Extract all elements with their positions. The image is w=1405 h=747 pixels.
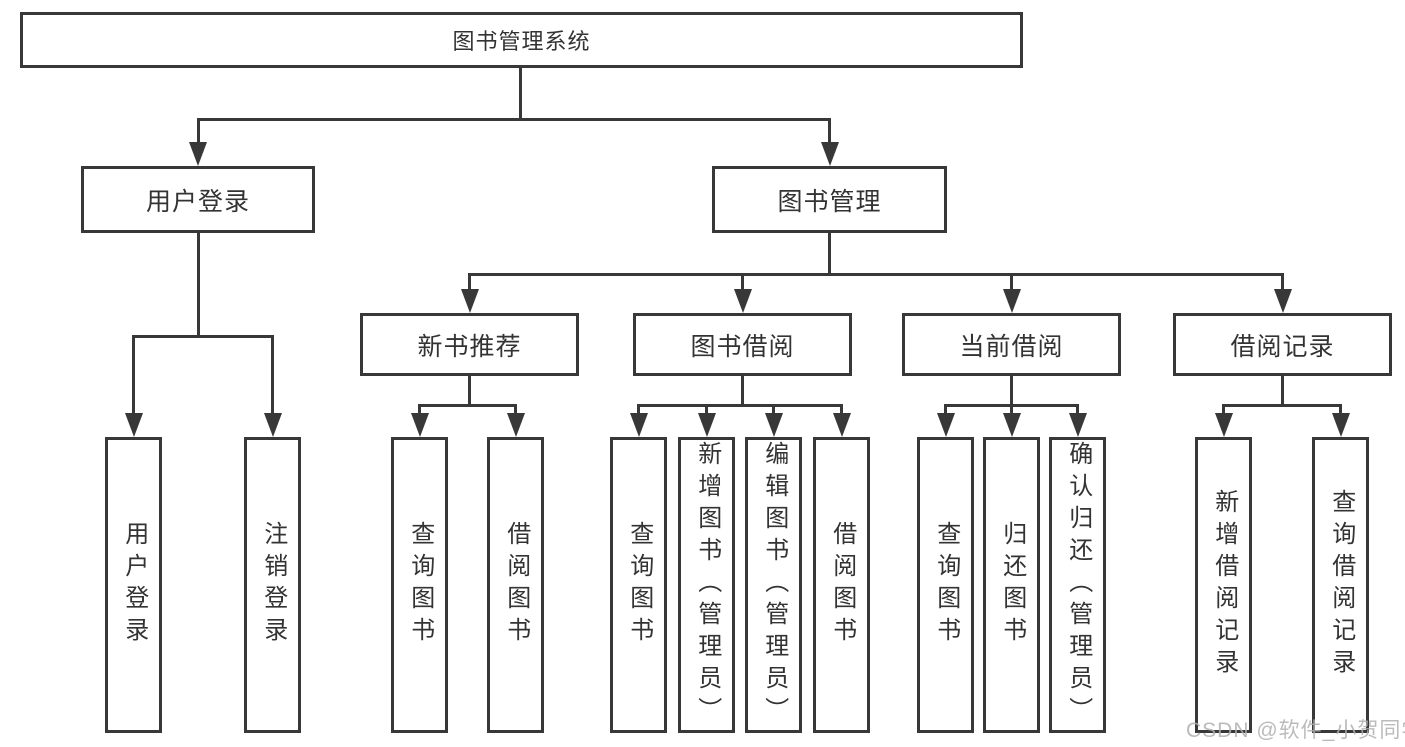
connector-line [468, 273, 471, 291]
leaf-borrow-books-borrowing: 借阅图书 [813, 437, 870, 733]
arrowhead-down-icon [124, 413, 143, 437]
leaf-return-books: 归还图书 [983, 437, 1040, 733]
node-user-login: 用户登录 [81, 166, 315, 233]
arrowhead-down-icon [1068, 413, 1087, 437]
arrowhead-down-icon [832, 413, 851, 437]
connector-line [1076, 404, 1079, 415]
leaf-query-books-current: 查询图书 [917, 437, 974, 733]
connector-line [132, 335, 274, 338]
arrowhead-down-icon [936, 413, 955, 437]
connector-line [840, 404, 843, 415]
leaf-label: 归还图书 [998, 521, 1026, 649]
connector-line [637, 404, 640, 415]
node-new-book-recommend: 新书推荐 [360, 313, 579, 376]
csdn-watermark: CSDN @软件_小贺同学 [1186, 719, 1405, 742]
connector-line [1010, 404, 1013, 415]
arrowhead-down-icon [820, 142, 839, 166]
node-book-borrowing: 图书借阅 [633, 313, 852, 376]
connector-line [132, 335, 135, 415]
arrowhead-down-icon [697, 413, 716, 437]
connector-line [772, 404, 775, 415]
arrowhead-down-icon [189, 142, 207, 166]
leaf-label: 借阅图书 [828, 521, 856, 649]
connector-line [468, 273, 1284, 276]
leaf-label: 查询借阅记录 [1327, 489, 1355, 681]
leaf-add-borrow-record: 新增借阅记录 [1195, 437, 1252, 733]
connector-line [944, 404, 947, 415]
arrowhead-down-icon [460, 289, 479, 313]
connector-line [468, 376, 471, 407]
connector-line [1281, 273, 1284, 291]
connector-line [705, 404, 708, 415]
leaf-query-books-borrowing: 查询图书 [610, 437, 667, 733]
arrowhead-down-icon [629, 413, 648, 437]
leaf-label: 确认归还（管理员） [1064, 441, 1092, 729]
leaf-label: 查询图书 [406, 521, 434, 649]
connector-line [514, 404, 517, 415]
leaf-label: 查询图书 [932, 521, 960, 649]
connector-line [271, 335, 274, 415]
connector-line [1281, 376, 1284, 407]
arrowhead-down-icon [764, 413, 783, 437]
leaf-label: 新增图书（管理员） [693, 441, 721, 729]
connector-line [519, 68, 522, 118]
leaf-query-borrow-record: 查询借阅记录 [1312, 437, 1369, 733]
connector-line [1010, 273, 1013, 291]
connector-line [828, 233, 831, 273]
arrowhead-down-icon [1273, 289, 1292, 313]
leaf-edit-books-admin: 编辑图书（管理员） [745, 437, 802, 733]
arrowhead-down-icon [410, 413, 429, 437]
leaf-confirm-return-admin: 确认归还（管理员） [1049, 437, 1106, 733]
leaf-user-login: 用户登录 [105, 437, 162, 733]
arrowhead-down-icon [1214, 413, 1233, 437]
connector-line [741, 376, 744, 407]
node-current-borrowing: 当前借阅 [902, 313, 1121, 376]
node-borrowing-records: 借阅记录 [1173, 313, 1392, 376]
connector-line [196, 118, 200, 144]
arrowhead-down-icon [1002, 413, 1021, 437]
arrowhead-down-icon [733, 289, 752, 313]
leaf-borrow-books-recommend: 借阅图书 [487, 437, 544, 733]
leaf-label: 新增借阅记录 [1210, 489, 1238, 681]
leaf-add-books-admin: 新增图书（管理员） [678, 437, 735, 733]
connector-line [828, 118, 831, 144]
connector-line [1010, 376, 1013, 407]
arrowhead-down-icon [1331, 413, 1350, 437]
leaf-label: 借阅图书 [502, 521, 530, 649]
leaf-label: 查询图书 [625, 521, 653, 649]
leaf-label: 注销登录 [259, 521, 287, 649]
leaf-logout: 注销登录 [244, 437, 301, 733]
leaf-label: 编辑图书（管理员） [760, 441, 788, 729]
connector-line [196, 232, 200, 335]
arrowhead-down-icon [506, 413, 525, 437]
connector-line [637, 404, 843, 407]
connector-line [418, 404, 517, 407]
connector-line [1339, 404, 1342, 415]
arrowhead-down-icon [1002, 289, 1021, 313]
node-book-management: 图书管理 [712, 166, 947, 233]
node-library-management-system: 图书管理系统 [20, 12, 1023, 68]
connector-line [1222, 404, 1342, 407]
leaf-label: 用户登录 [120, 521, 148, 649]
connector-line [196, 118, 831, 121]
connector-line [741, 273, 744, 291]
connector-line [418, 404, 421, 415]
connector-line [1222, 404, 1225, 415]
arrowhead-down-icon [263, 413, 282, 437]
leaf-query-books-recommend: 查询图书 [391, 437, 448, 733]
